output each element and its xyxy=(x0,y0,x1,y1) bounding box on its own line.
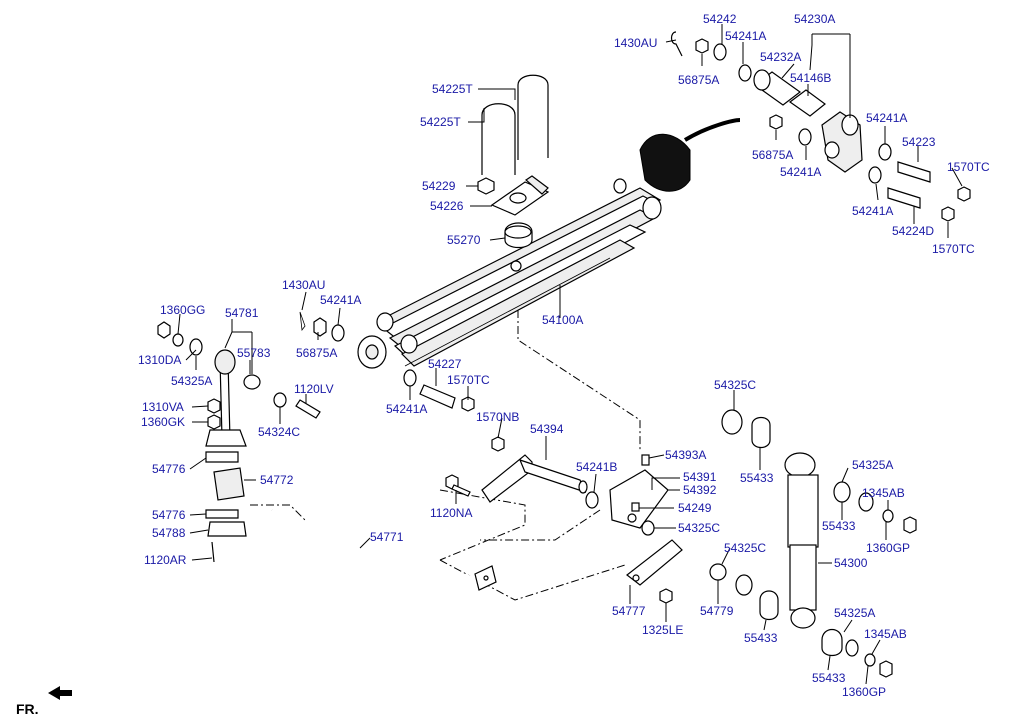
part-label-54241a[interactable]: 54241A xyxy=(320,293,361,307)
part-label-55270[interactable]: 55270 xyxy=(447,233,481,247)
part-label-54324c[interactable]: 54324C xyxy=(258,425,300,439)
part-label-54241b[interactable]: 54241B xyxy=(576,460,617,474)
part-label-1430au[interactable]: 1430AU xyxy=(614,36,657,50)
part-label-54777[interactable]: 54777 xyxy=(612,604,646,618)
part-label-54776[interactable]: 54776 xyxy=(152,508,186,522)
part-label-1345ab[interactable]: 1345AB xyxy=(862,486,905,500)
part-label-54229[interactable]: 54229 xyxy=(422,179,456,193)
part-label-54100a[interactable]: 54100A xyxy=(542,313,583,327)
part-label-1360gk[interactable]: 1360GK xyxy=(141,415,185,429)
part-label-1360gp[interactable]: 1360GP xyxy=(866,541,910,555)
stabilizer-bar xyxy=(269,505,497,610)
part-label-54242[interactable]: 54242 xyxy=(703,12,737,26)
part-label-54779[interactable]: 54779 xyxy=(700,604,734,618)
part-label-54227[interactable]: 54227 xyxy=(428,357,462,371)
part-label-54225t[interactable]: 54225T xyxy=(432,82,473,96)
part-label-55433[interactable]: 55433 xyxy=(740,471,774,485)
part-label-54771[interactable]: 54771 xyxy=(370,530,404,544)
part-label-54394[interactable]: 54394 xyxy=(530,422,564,436)
part-label-54325c[interactable]: 54325C xyxy=(724,541,766,555)
part-label-1120na[interactable]: 1120NA xyxy=(430,506,472,520)
part-label-56875a[interactable]: 56875A xyxy=(296,346,337,360)
part-label-1120ar[interactable]: 1120AR xyxy=(144,553,187,567)
part-label-54781[interactable]: 54781 xyxy=(225,306,259,320)
part-label-54241a[interactable]: 54241A xyxy=(866,111,907,125)
front-pin-assembly xyxy=(299,311,475,412)
part-label-54241a[interactable]: 54241A xyxy=(725,29,766,43)
part-label-54249[interactable]: 54249 xyxy=(678,501,712,515)
part-label-54241a[interactable]: 54241A xyxy=(780,165,821,179)
part-label-54393a[interactable]: 54393A xyxy=(665,448,706,462)
part-label-55433[interactable]: 55433 xyxy=(812,671,846,685)
part-label-1310va[interactable]: 1310VA xyxy=(142,400,184,414)
part-label-54391[interactable]: 54391 xyxy=(683,470,717,484)
fr-label: FR. xyxy=(16,701,39,717)
part-label-54223[interactable]: 54223 xyxy=(902,135,936,149)
part-label-54241a[interactable]: 54241A xyxy=(386,402,427,416)
part-label-55433[interactable]: 55433 xyxy=(744,631,778,645)
part-label-56875a[interactable]: 56875A xyxy=(752,148,793,162)
part-label-1310da[interactable]: 1310DA xyxy=(138,353,181,367)
mounting-brackets xyxy=(609,454,683,604)
part-label-54146b[interactable]: 54146B xyxy=(790,71,831,85)
part-label-54392[interactable]: 54392 xyxy=(683,483,717,497)
reference-lines xyxy=(250,310,641,601)
part-label-54225t[interactable]: 54225T xyxy=(420,115,461,129)
part-label-54230a[interactable]: 54230A xyxy=(794,12,835,26)
part-label-1360gg[interactable]: 1360GG xyxy=(160,303,205,317)
part-label-1360gp[interactable]: 1360GP xyxy=(842,685,886,699)
part-label-1570tc[interactable]: 1570TC xyxy=(932,242,975,256)
part-label-1570nb[interactable]: 1570NB xyxy=(476,410,519,424)
part-label-54325c[interactable]: 54325C xyxy=(714,378,756,392)
part-label-55433[interactable]: 55433 xyxy=(822,519,856,533)
part-label-55783[interactable]: 55783 xyxy=(237,346,271,360)
rear-shackle-assembly xyxy=(670,31,971,222)
part-label-56875a[interactable]: 56875A xyxy=(678,73,719,87)
part-label-1570tc[interactable]: 1570TC xyxy=(947,160,990,174)
part-label-54224d[interactable]: 54224D xyxy=(892,224,934,238)
part-label-54325c[interactable]: 54325C xyxy=(678,521,720,535)
part-label-54300[interactable]: 54300 xyxy=(834,556,868,570)
part-label-1325le[interactable]: 1325LE xyxy=(642,623,683,637)
part-label-1345ab[interactable]: 1345AB xyxy=(864,627,907,641)
part-label-54325a[interactable]: 54325A xyxy=(834,606,875,620)
stabilizer-link-assembly xyxy=(157,321,321,563)
part-label-54772[interactable]: 54772 xyxy=(260,473,294,487)
u-bolts xyxy=(477,74,550,249)
part-label-54241a[interactable]: 54241A xyxy=(852,204,893,218)
part-label-1120lv[interactable]: 1120LV xyxy=(294,382,334,396)
part-label-54788[interactable]: 54788 xyxy=(152,526,186,540)
part-label-54232a[interactable]: 54232A xyxy=(760,50,801,64)
part-labels: 1430AU 54242 54241A 54230A 54232A 54146B… xyxy=(138,12,990,699)
leader-lines xyxy=(177,24,963,685)
leaf-spring xyxy=(357,118,741,369)
front-direction-indicator: FR. xyxy=(16,686,72,717)
stabilizer-bracket xyxy=(445,436,599,509)
part-label-1430au[interactable]: 1430AU xyxy=(282,278,325,292)
part-label-54325a[interactable]: 54325A xyxy=(852,458,893,472)
part-label-54776[interactable]: 54776 xyxy=(152,462,186,476)
shock-absorber xyxy=(709,409,917,678)
part-label-54226[interactable]: 54226 xyxy=(430,199,464,213)
part-label-54325a[interactable]: 54325A xyxy=(171,374,212,388)
part-label-1570tc[interactable]: 1570TC xyxy=(447,373,490,387)
